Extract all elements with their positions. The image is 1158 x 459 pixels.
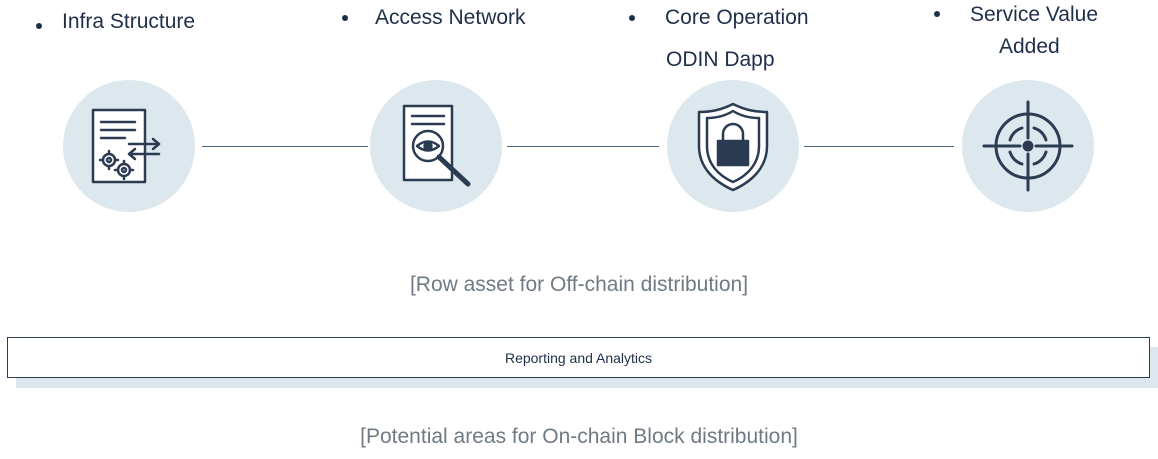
stage-2-icon-circle (370, 80, 502, 212)
stage-3-bullet (629, 15, 635, 21)
offchain-caption: [Row asset for Off-chain distribution] (409, 273, 749, 296)
stage-1-label: Infra Structure (62, 10, 196, 33)
document-gear-icon (91, 108, 161, 184)
shield-lock-icon (697, 102, 769, 192)
stage-3-label-line-1: Core Operation (665, 6, 809, 29)
stage-4-label-line-2: Added (999, 35, 1060, 58)
connector-3-4 (804, 146, 954, 147)
stage-3-label-line-2: ODIN Dapp (666, 48, 775, 71)
stage-3-icon-circle (667, 80, 799, 212)
target-crosshair-icon (982, 100, 1074, 192)
stage-4-bullet (934, 11, 940, 17)
stage-2-bullet (342, 15, 348, 21)
document-magnifier-icon (402, 104, 471, 187)
reporting-and-analytics-bar: Reporting and Analytics (7, 337, 1150, 378)
stage-4-label-line-1: Service Value (970, 3, 1099, 26)
onchain-caption: [Potential areas for On-chain Block dist… (360, 425, 798, 448)
stage-1-bullet (36, 23, 42, 29)
connector-2-3 (507, 146, 659, 147)
reporting-and-analytics-label: Reporting and Analytics (504, 349, 653, 366)
connector-1-2 (202, 146, 368, 147)
stage-4-icon-circle (962, 80, 1094, 212)
stage-1-icon-circle (63, 80, 195, 212)
stage-2-label: Access Network (375, 6, 526, 29)
